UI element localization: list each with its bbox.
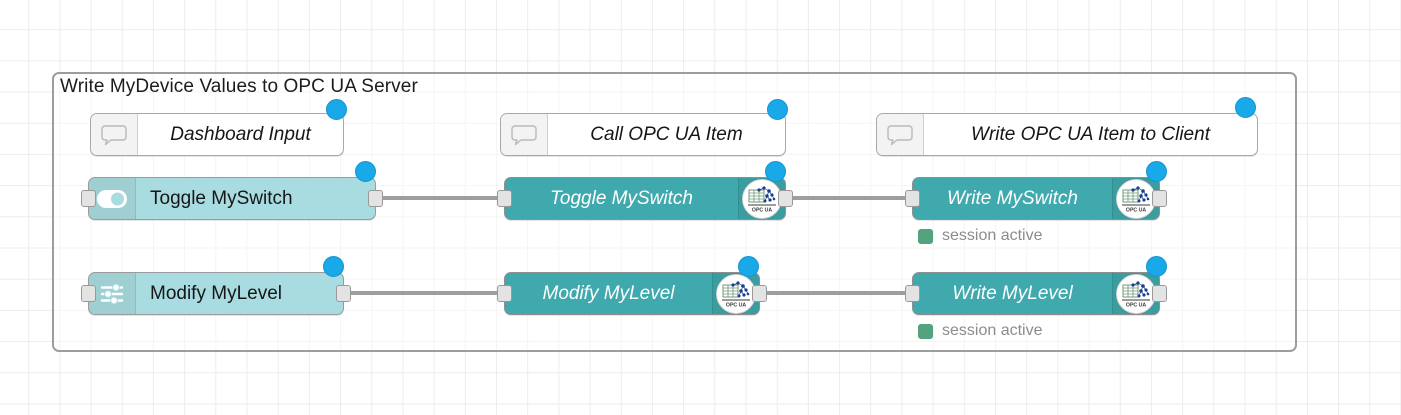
selection-dot-write-myswitch[interactable]: [1146, 161, 1167, 182]
comment-node-call-opc-ua-item[interactable]: Call OPC UA Item: [500, 113, 786, 156]
selection-dot-write-mylevel[interactable]: [1146, 256, 1167, 277]
node-input-port[interactable]: [81, 190, 96, 207]
node-output-port[interactable]: [1152, 190, 1167, 207]
node-toggle-myswitch-opcua[interactable]: Toggle MySwitch: [497, 177, 793, 220]
opc-ua-logo-icon: OPC UA: [1112, 178, 1159, 219]
wire-toggle-input-to-middle: [378, 196, 504, 200]
node-input-port[interactable]: [497, 285, 512, 302]
opc-ua-logo-icon: OPC UA: [738, 178, 785, 219]
node-modify-mylevel-opcua[interactable]: Modify MyLevel: [497, 272, 767, 315]
selection-dot-call-opc-ua-item[interactable]: [767, 99, 788, 120]
node-modify-mylevel-input[interactable]: Modify MyLevel: [81, 272, 351, 315]
node-output-port[interactable]: [336, 285, 351, 302]
selection-dot-write-opc-ua-item-to-client[interactable]: [1235, 97, 1256, 118]
status-write-mylevel: session active: [918, 322, 1043, 340]
selection-dot-dashboard-input[interactable]: [326, 99, 347, 120]
node-label: Toggle MySwitch: [150, 187, 293, 209]
svg-text:OPC UA: OPC UA: [726, 302, 746, 308]
node-input-port[interactable]: [905, 285, 920, 302]
flow-group-title: Write MyDevice Values to OPC UA Server: [60, 76, 418, 97]
node-toggle-myswitch-input[interactable]: Toggle MySwitch: [81, 177, 383, 220]
wire-level-middle-to-output: [760, 291, 912, 295]
selection-dot-toggle-myswitch-opcua[interactable]: [765, 161, 786, 182]
node-label: Write MyLevel: [952, 282, 1073, 304]
node-input-port[interactable]: [497, 190, 512, 207]
comment-node-dashboard-input[interactable]: Dashboard Input: [90, 113, 344, 156]
status-indicator-dot: [918, 323, 933, 339]
svg-text:OPC UA: OPC UA: [1126, 207, 1146, 213]
comment-bubble-icon: [501, 114, 548, 155]
comment-bubble-icon: [91, 114, 138, 155]
node-output-port[interactable]: [1152, 285, 1167, 302]
status-text: session active: [942, 227, 1043, 244]
node-input-port[interactable]: [905, 190, 920, 207]
opc-ua-logo-icon: OPC UA: [1112, 273, 1159, 314]
opc-ua-logo-icon: OPC UA: [712, 273, 759, 314]
status-text: session active: [942, 322, 1043, 339]
status-indicator-dot: [918, 228, 933, 244]
selection-dot-modify-mylevel-opcua[interactable]: [738, 256, 759, 277]
wire-level-input-to-middle: [344, 291, 504, 295]
sliders-icon: [89, 273, 136, 314]
node-output-port[interactable]: [368, 190, 383, 207]
node-output-port[interactable]: [778, 190, 793, 207]
selection-dot-toggle-myswitch-input[interactable]: [355, 161, 376, 182]
wire-toggle-middle-to-output: [786, 196, 912, 200]
status-write-myswitch: session active: [918, 227, 1043, 245]
comment-bubble-icon: [877, 114, 924, 155]
node-label: Write MySwitch: [947, 187, 1078, 209]
svg-text:OPC UA: OPC UA: [1126, 302, 1146, 308]
node-label: Toggle MySwitch: [550, 187, 693, 209]
node-write-mylevel[interactable]: Write MyLevel: [905, 272, 1167, 315]
node-output-port[interactable]: [752, 285, 767, 302]
selection-dot-modify-mylevel-input[interactable]: [323, 256, 344, 277]
comment-node-write-opc-ua-item-to-client[interactable]: Write OPC UA Item to Client: [876, 113, 1258, 156]
toggle-switch-icon: [89, 178, 136, 219]
comment-node-label: Dashboard Input: [170, 123, 311, 145]
node-label: Modify MyLevel: [542, 282, 675, 304]
comment-node-label: Write OPC UA Item to Client: [971, 123, 1210, 145]
node-write-myswitch[interactable]: Write MySwitch: [905, 177, 1167, 220]
comment-node-label: Call OPC UA Item: [590, 123, 743, 145]
node-label: Modify MyLevel: [150, 282, 282, 304]
svg-text:OPC UA: OPC UA: [752, 207, 772, 213]
node-input-port[interactable]: [81, 285, 96, 302]
